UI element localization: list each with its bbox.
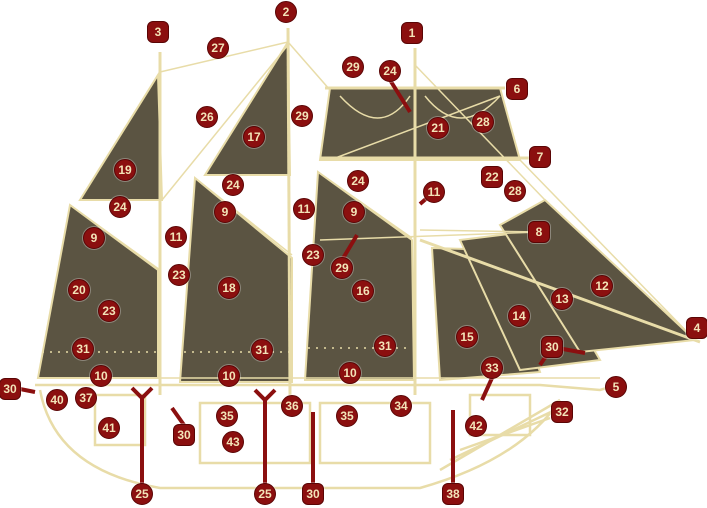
callout-marker-29[interactable]: 29 [291, 105, 313, 127]
callout-marker-11[interactable]: 11 [165, 226, 187, 248]
callout-marker-36[interactable]: 36 [281, 395, 303, 417]
sails [36, 38, 698, 383]
callout-marker-9[interactable]: 9 [343, 201, 365, 223]
callout-marker-22[interactable]: 22 [481, 166, 503, 188]
callout-marker-21[interactable]: 21 [427, 117, 449, 139]
callout-marker-29[interactable]: 29 [342, 56, 364, 78]
callout-marker-20[interactable]: 20 [68, 279, 90, 301]
callout-marker-38[interactable]: 38 [442, 483, 464, 505]
callout-marker-43[interactable]: 43 [222, 431, 244, 453]
callout-marker-1[interactable]: 1 [401, 22, 423, 44]
callout-marker-31[interactable]: 31 [72, 338, 94, 360]
callout-marker-18[interactable]: 18 [218, 277, 240, 299]
callout-marker-24[interactable]: 24 [222, 174, 244, 196]
callout-marker-17[interactable]: 17 [243, 126, 265, 148]
callout-marker-24[interactable]: 24 [347, 170, 369, 192]
callout-marker-3[interactable]: 3 [147, 21, 169, 43]
callout-marker-28[interactable]: 28 [472, 111, 494, 133]
callout-marker-30[interactable]: 30 [541, 336, 563, 358]
callout-marker-11[interactable]: 11 [423, 181, 445, 203]
callout-marker-19[interactable]: 19 [114, 159, 136, 181]
callout-marker-9[interactable]: 9 [83, 227, 105, 249]
sail-main-topsail [203, 38, 292, 176]
callout-marker-4[interactable]: 4 [686, 317, 707, 339]
callout-marker-2[interactable]: 2 [275, 1, 297, 23]
sail-mizzen-topsail [78, 71, 164, 201]
callout-marker-34[interactable]: 34 [390, 395, 412, 417]
callout-marker-31[interactable]: 31 [374, 335, 396, 357]
callout-marker-7[interactable]: 7 [529, 146, 551, 168]
callout-marker-30[interactable]: 30 [0, 378, 21, 400]
callout-marker-41[interactable]: 41 [98, 417, 120, 439]
callout-marker-24[interactable]: 24 [109, 196, 131, 218]
callout-marker-23[interactable]: 23 [168, 264, 190, 286]
callout-marker-33[interactable]: 33 [481, 357, 503, 379]
callout-marker-23[interactable]: 23 [302, 244, 324, 266]
callout-marker-30[interactable]: 30 [173, 424, 195, 446]
callout-marker-13[interactable]: 13 [551, 288, 573, 310]
callout-marker-26[interactable]: 26 [196, 106, 218, 128]
callout-marker-35[interactable]: 35 [336, 405, 358, 427]
callout-marker-6[interactable]: 6 [506, 78, 528, 100]
callout-marker-40[interactable]: 40 [46, 389, 68, 411]
callout-marker-8[interactable]: 8 [528, 221, 550, 243]
callout-marker-25[interactable]: 25 [254, 483, 276, 505]
callout-marker-25[interactable]: 25 [131, 483, 153, 505]
callout-marker-10[interactable]: 10 [339, 362, 361, 384]
callout-marker-14[interactable]: 14 [508, 305, 530, 327]
callout-marker-32[interactable]: 32 [551, 401, 573, 423]
callout-marker-11[interactable]: 11 [293, 198, 315, 220]
callout-marker-27[interactable]: 27 [207, 37, 229, 59]
callout-marker-31[interactable]: 31 [251, 339, 273, 361]
callout-marker-30[interactable]: 30 [302, 483, 324, 505]
callout-marker-28[interactable]: 28 [504, 180, 526, 202]
masts-and-spars [158, 27, 701, 396]
callout-marker-10[interactable]: 10 [90, 365, 112, 387]
callout-marker-24[interactable]: 24 [379, 60, 401, 82]
callout-marker-42[interactable]: 42 [465, 415, 487, 437]
callout-marker-35[interactable]: 35 [216, 405, 238, 427]
callout-marker-23[interactable]: 23 [98, 300, 120, 322]
callout-marker-37[interactable]: 37 [75, 387, 97, 409]
callout-marker-29[interactable]: 29 [331, 257, 353, 279]
callout-marker-15[interactable]: 15 [456, 326, 478, 348]
leader-lines [19, 78, 586, 485]
callout-marker-12[interactable]: 12 [591, 275, 613, 297]
callout-marker-9[interactable]: 9 [214, 201, 236, 223]
callout-marker-10[interactable]: 10 [218, 365, 240, 387]
callout-marker-16[interactable]: 16 [352, 280, 374, 302]
callout-marker-5[interactable]: 5 [605, 376, 627, 398]
hull [35, 382, 621, 490]
